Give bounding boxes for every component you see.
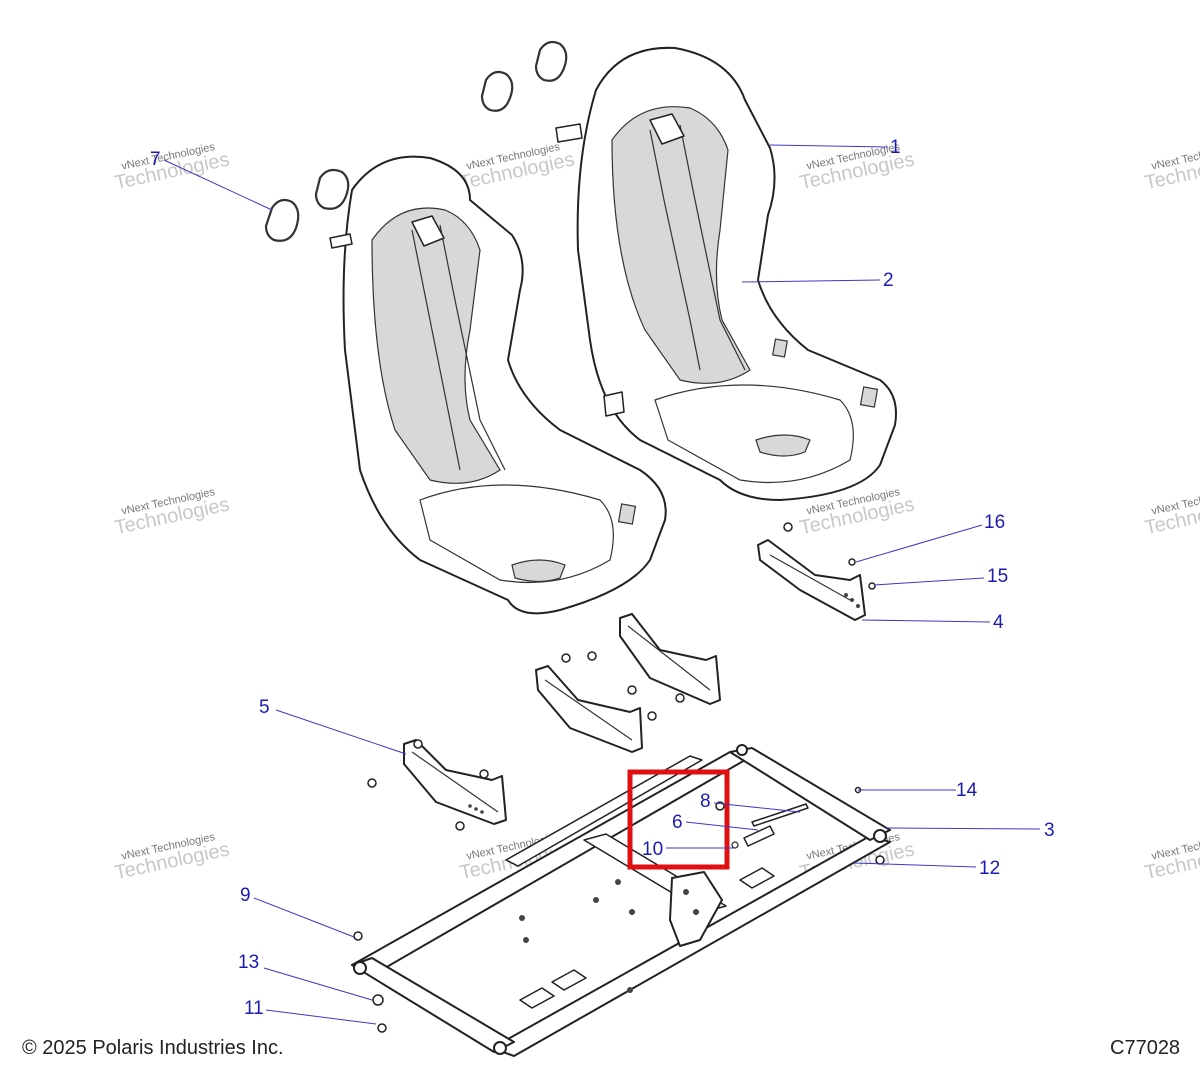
seat-base-frame	[351, 744, 891, 1057]
callout-3: 3	[1044, 820, 1055, 841]
callout-10: 10	[642, 839, 663, 860]
leader-line	[275, 709, 407, 755]
leader-line	[855, 524, 983, 563]
leader-line	[885, 827, 1041, 830]
left-seat	[329, 155, 667, 615]
callout-11: 11	[244, 998, 264, 1019]
leader-line	[713, 802, 801, 813]
callout-13: 13	[238, 952, 259, 973]
leader-line	[265, 1009, 377, 1025]
seat-mount-brackets	[367, 522, 876, 831]
leader-line	[263, 967, 373, 1001]
leader-line	[873, 577, 985, 586]
highlight-box	[627, 769, 730, 870]
callout-2: 2	[883, 270, 894, 291]
callout-6: 6	[672, 812, 683, 833]
leader-line	[741, 279, 881, 283]
leader-lines	[163, 144, 1041, 1025]
callout-5: 5	[259, 697, 270, 718]
copyright-notice: © 2025 Polaris Industries Inc.	[22, 1037, 284, 1059]
callout-7: 7	[150, 149, 161, 170]
callout-4: 4	[993, 612, 1004, 633]
leader-line	[769, 144, 889, 148]
callout-1: 1	[890, 137, 901, 158]
leader-line	[685, 821, 759, 831]
right-seat	[555, 46, 897, 501]
callout-14: 14	[956, 780, 978, 801]
leader-line	[163, 159, 273, 211]
leader-line	[253, 897, 355, 938]
callout-12: 12	[979, 858, 1000, 879]
leader-line	[861, 619, 991, 623]
callout-15: 15	[987, 566, 1008, 587]
leader-line	[853, 862, 977, 868]
figure-id: C77028	[1110, 1037, 1181, 1059]
harness-loops	[264, 40, 568, 242]
callout-labels: 1 2 3 4 5 6 7 8 9 10 11 12 13 14 15 16	[150, 137, 1055, 1019]
callout-16: 16	[984, 512, 1005, 533]
callout-8: 8	[700, 791, 711, 812]
callout-9: 9	[240, 885, 251, 906]
